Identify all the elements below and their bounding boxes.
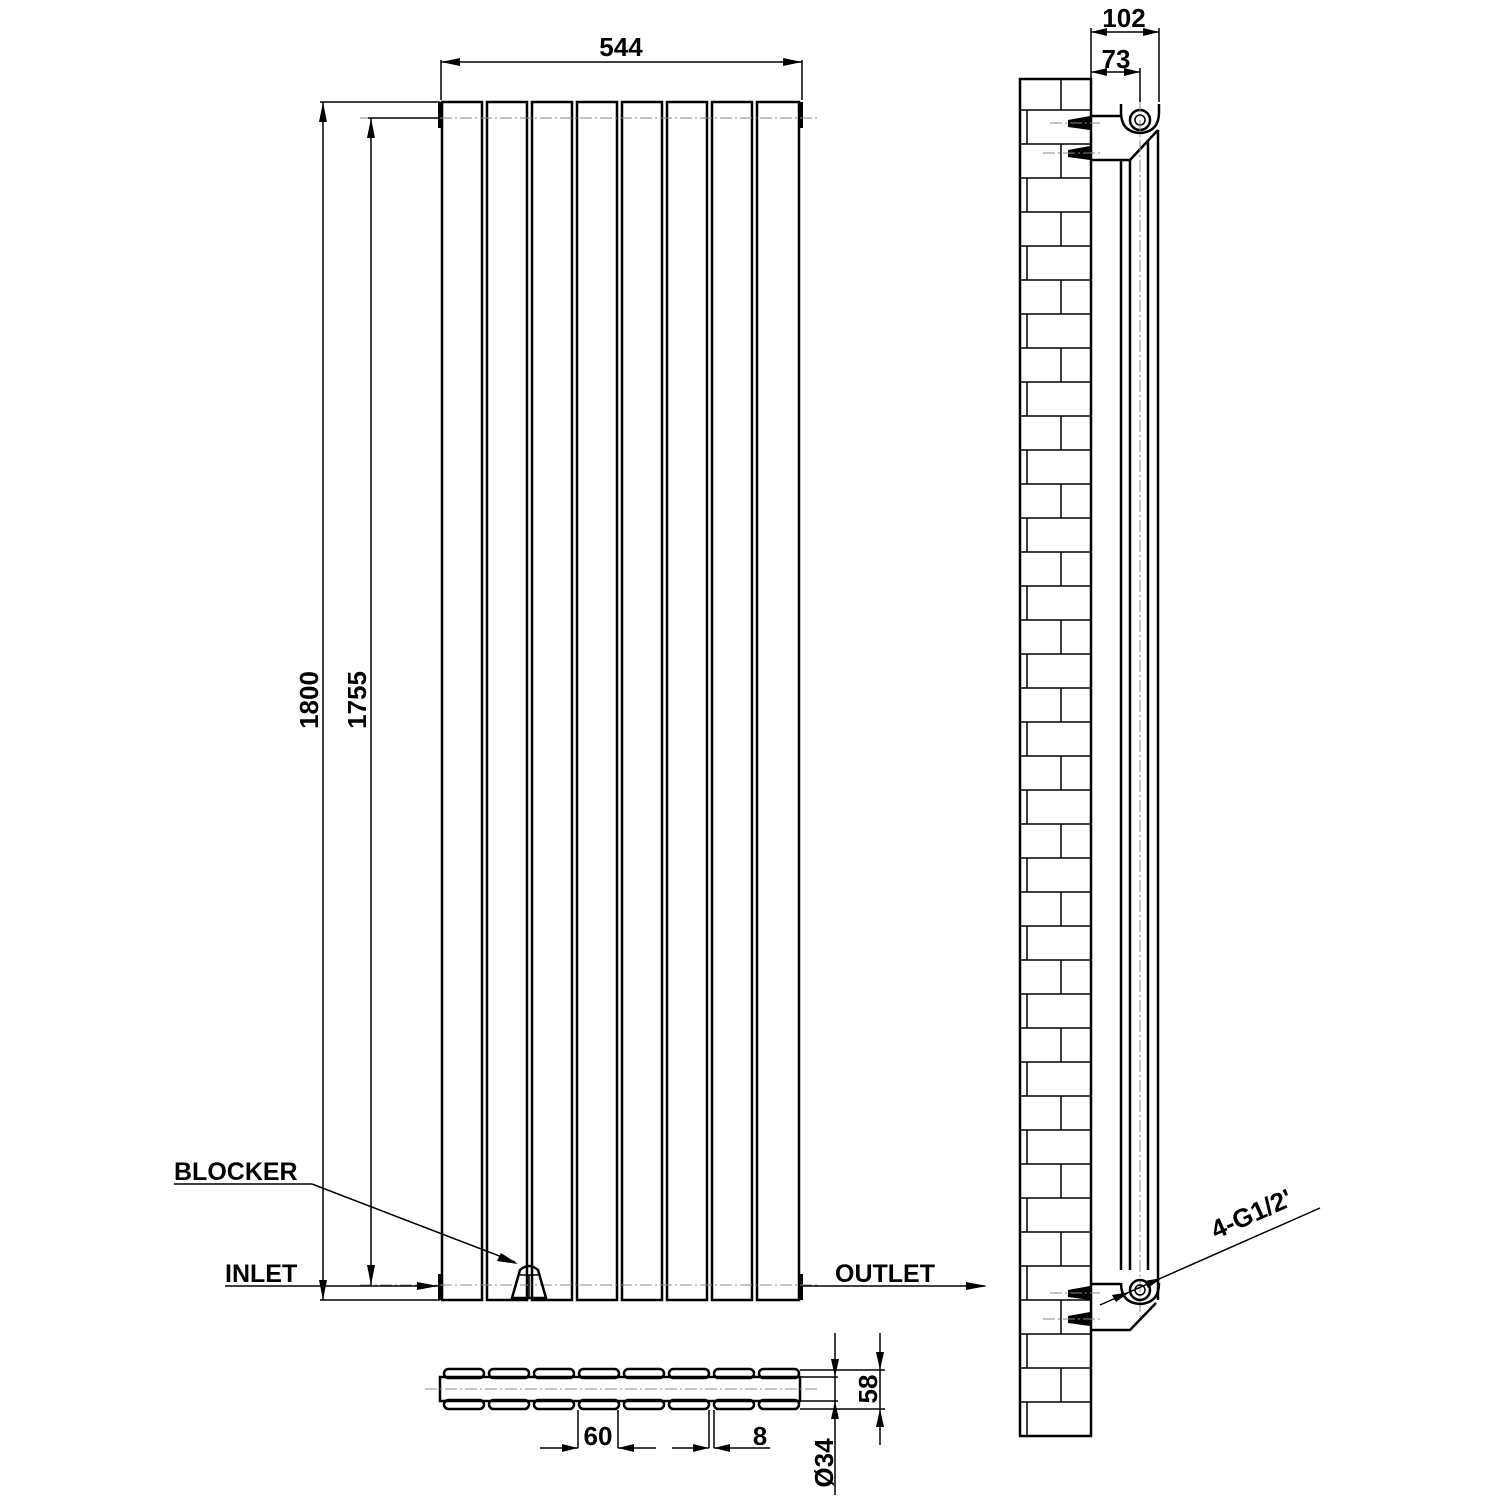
centers-dimension: 1755 [342, 117, 440, 1285]
top-wall-bracket [1043, 114, 1159, 162]
side-view: 102 73 4-G1/2' [1018, 3, 1321, 1438]
plan-view: 60 8 58 Ø34 [425, 1333, 885, 1495]
total-depth-dimension: 102 [1090, 3, 1160, 102]
width-dimension: 544 [440, 32, 803, 100]
bottom-wall-bracket [1043, 1282, 1157, 1332]
connection-label: 4-G1/2' [1206, 1183, 1296, 1245]
height-dimension: 1800 [294, 101, 440, 1301]
total-depth-label: 102 [1102, 3, 1145, 33]
radiator-side-profile [1119, 100, 1160, 1320]
depth-dimension: 58 [800, 1333, 885, 1445]
width-label: 544 [599, 32, 643, 62]
outlet-label: OUTLET [835, 1260, 935, 1288]
pipe-diameter-label: Ø34 [809, 1438, 839, 1488]
inlet-callout: INLET [225, 1260, 438, 1290]
centers-label: 1755 [342, 671, 372, 729]
gap-dimension: 8 [672, 1410, 770, 1452]
pitch-label: 60 [584, 1421, 613, 1451]
pipe-diameter-dimension: Ø34 [800, 1333, 839, 1495]
blocker-callout: BLOCKER [174, 1158, 518, 1264]
brick-wall [1018, 77, 1093, 1438]
pitch-dimension: 60 [540, 1410, 656, 1452]
outlet-callout: OUTLET [803, 1260, 987, 1290]
radiator-columns [438, 100, 803, 1302]
plan-columns [442, 1367, 801, 1411]
inlet-label: INLET [225, 1260, 297, 1288]
blocker-label: BLOCKER [174, 1158, 298, 1186]
depth-label: 58 [853, 1375, 883, 1404]
height-label: 1800 [294, 671, 324, 729]
connection-callout: 4-G1/2' [1099, 1183, 1321, 1306]
centers-depth-dimension: 73 [1091, 44, 1141, 102]
blocker-icon [510, 1264, 548, 1300]
front-view: 544 1800 1755 BLOCKER INLET [174, 32, 987, 1302]
centers-depth-label: 73 [1102, 44, 1131, 74]
gap-label: 8 [753, 1421, 767, 1451]
